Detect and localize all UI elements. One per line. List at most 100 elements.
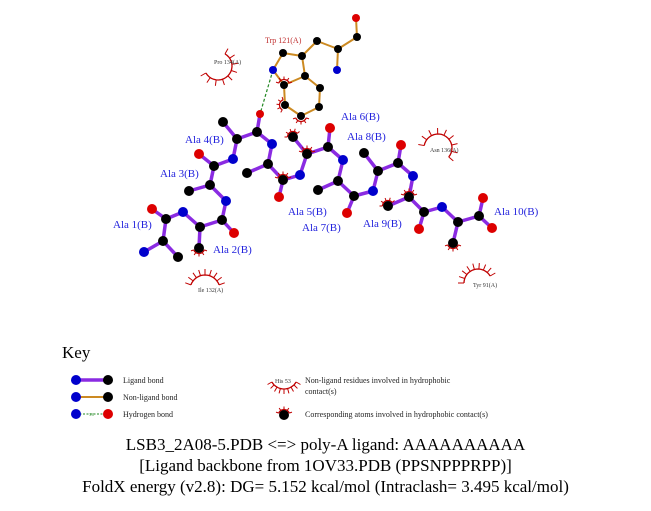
carbon-atom bbox=[217, 215, 227, 225]
oxygen-atom bbox=[342, 208, 352, 218]
nitrogen-atom bbox=[228, 154, 238, 164]
carbon-atom bbox=[323, 142, 333, 152]
carbon-atom bbox=[158, 236, 168, 246]
residue-label-ala7: Ala 7(B) bbox=[302, 222, 341, 234]
footer-energy: FoldX energy (v2.8): DG= 5.152 kcal/mol … bbox=[82, 477, 569, 496]
hydrophobic-arc-ile132 bbox=[185, 269, 225, 286]
key-corresponding-atoms: Corresponding atoms involved in hydropho… bbox=[275, 406, 488, 420]
oxygen-atom bbox=[352, 14, 360, 22]
carbon-atom bbox=[383, 201, 393, 211]
carbon-atom bbox=[353, 33, 361, 41]
carbon-atom bbox=[359, 148, 369, 158]
nitrogen-atom bbox=[437, 202, 447, 212]
nitrogen-atom bbox=[408, 171, 418, 181]
carbon-atom bbox=[448, 238, 458, 248]
carbon-atom bbox=[419, 207, 429, 217]
contact-atom-spokes bbox=[275, 76, 293, 84]
oxygen-atom bbox=[256, 110, 264, 118]
nitrogen-atom bbox=[295, 170, 305, 180]
carbon-atom bbox=[252, 127, 262, 137]
carbon-atom bbox=[333, 176, 343, 186]
carbon-atom-icon bbox=[103, 375, 113, 385]
carbon-atom bbox=[315, 103, 323, 111]
carbon-atom bbox=[297, 112, 305, 120]
carbon-atom bbox=[334, 45, 342, 53]
carbon-atom bbox=[404, 192, 414, 202]
residue-label-ala4: Ala 4(B) bbox=[185, 134, 224, 146]
carbon-atom bbox=[218, 117, 228, 127]
nitrogen-atom bbox=[333, 66, 341, 74]
hydrophobic-arc-pro134 bbox=[200, 48, 238, 86]
key-hydrogen-bond-label: Hydrogen bond bbox=[123, 410, 173, 419]
residue-label-ala8: Ala 8(B) bbox=[347, 131, 386, 143]
hydrophobic-contacts bbox=[185, 48, 496, 286]
nitrogen-atom bbox=[267, 139, 277, 149]
contact-atom-spokes-key bbox=[275, 406, 293, 414]
contact-atom-spokes bbox=[190, 249, 208, 257]
residue-label-tyr91: Tyr 91(A) bbox=[473, 282, 497, 289]
key-hydrogen-bond: 3.0 Hydrogen bond bbox=[71, 409, 173, 419]
oxygen-atom bbox=[414, 224, 424, 234]
contact-atom-spokes bbox=[276, 96, 284, 113]
key-ligand-bond: Ligand bond bbox=[71, 375, 164, 385]
residue-label-ile132: Ile 132(A) bbox=[198, 287, 223, 294]
oxygen-atom bbox=[487, 223, 497, 233]
contact-atom-spokes bbox=[292, 117, 310, 125]
residue-label-pro134: Pro 134(A) bbox=[214, 59, 241, 66]
residue-label-ala10: Ala 10(B) bbox=[494, 206, 539, 218]
residue-label-ala6: Ala 6(B) bbox=[341, 111, 380, 123]
oxygen-atom bbox=[325, 123, 335, 133]
carbon-atom bbox=[242, 168, 252, 178]
hydrophobic-arc-key bbox=[267, 381, 301, 394]
footer-backbone: [Ligand backbone from 1OV33.PDB (PPSNPPP… bbox=[139, 456, 512, 475]
footer-title: LSB3_2A08-5.PDB <=> poly-A ligand: AAAAA… bbox=[125, 435, 526, 454]
nitrogen-atom bbox=[178, 207, 188, 217]
carbon-atom bbox=[278, 175, 288, 185]
carbon-atom bbox=[393, 158, 403, 168]
key-hbond-distance: 3.0 bbox=[89, 412, 94, 417]
contact-atom-spokes bbox=[400, 188, 418, 196]
carbon-atom bbox=[288, 132, 298, 142]
contact-atom-spokes bbox=[298, 145, 316, 153]
hydrogen-bond bbox=[259, 69, 274, 115]
carbon-atom bbox=[373, 166, 383, 176]
carbon-atom bbox=[205, 180, 215, 190]
carbon-atom bbox=[173, 252, 183, 262]
nitrogen-atom bbox=[269, 66, 277, 74]
key-nonligand-bond: Non-ligand bond bbox=[71, 392, 177, 402]
nitrogen-atom bbox=[221, 196, 231, 206]
key-ligand-bond-label: Ligand bond bbox=[123, 376, 164, 385]
oxygen-atom bbox=[396, 140, 406, 150]
key-example-residue: His 53 bbox=[275, 379, 291, 385]
contact-atom-spokes bbox=[444, 244, 462, 252]
key-title: Key bbox=[62, 343, 91, 362]
residue-label-asn136: Asn 136(A) bbox=[430, 147, 459, 154]
key-nonligand-residues-label: Non-ligand residues involved in hydropho… bbox=[305, 376, 451, 385]
contact-atom-spokes bbox=[379, 197, 395, 207]
key-nonligand-bond-label: Non-ligand bond bbox=[123, 393, 177, 402]
carbon-atom bbox=[302, 149, 312, 159]
carbon-atom bbox=[194, 243, 204, 253]
carbon-atom bbox=[313, 37, 321, 45]
nitrogen-atom bbox=[368, 186, 378, 196]
carbon-atom bbox=[313, 185, 323, 195]
carbon-atom bbox=[316, 84, 324, 92]
oxygen-atom bbox=[194, 149, 204, 159]
carbon-atom bbox=[298, 52, 306, 60]
residue-label-ala1: Ala 1(B) bbox=[113, 219, 152, 231]
residue-label-ala9: Ala 9(B) bbox=[363, 218, 402, 230]
carbon-atom bbox=[349, 191, 359, 201]
carbon-atom bbox=[301, 72, 309, 80]
carbon-atom bbox=[280, 81, 288, 89]
key-hydrophobic-residue: His 53 Non-ligand residues involved in h… bbox=[267, 376, 451, 396]
carbon-atom bbox=[195, 222, 205, 232]
oxygen-atom bbox=[229, 228, 239, 238]
hydrophobic-arc-tyr91 bbox=[458, 263, 496, 284]
contact-atom-spokes bbox=[274, 171, 292, 179]
residue-label-ala2: Ala 2(B) bbox=[213, 244, 252, 256]
oxygen-atom bbox=[478, 193, 488, 203]
carbon-atom bbox=[184, 186, 194, 196]
residue-label-trp121: Trp 121(A) bbox=[265, 36, 302, 45]
contact-atom-spokes bbox=[284, 128, 300, 138]
